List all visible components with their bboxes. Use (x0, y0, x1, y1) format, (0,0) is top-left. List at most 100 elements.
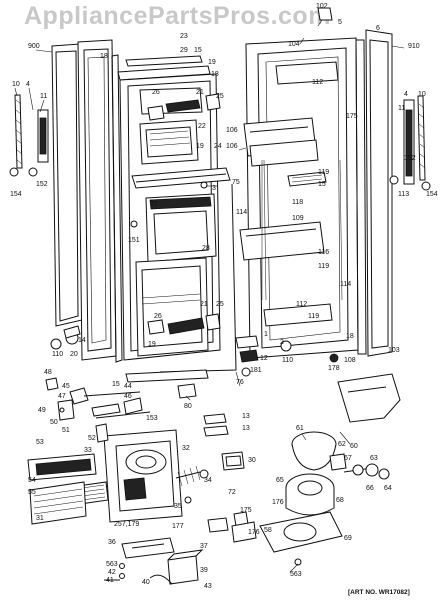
callout-75: 75 (232, 179, 240, 186)
callout-15-top: 15 (194, 47, 202, 54)
callout-3: 3 (212, 185, 216, 192)
callout-176-right: 176 (272, 499, 284, 506)
callout-257-179: 257,179 (114, 521, 139, 528)
callout-154: 154 (10, 191, 22, 198)
callout-30: 30 (248, 457, 256, 464)
callout-18-right: 18 (346, 333, 354, 340)
callout-55: 55 (28, 489, 36, 496)
callout-11-right: 11 (398, 105, 405, 112)
callout-154-right: 154 (426, 191, 438, 198)
callout-563-right: 563 (290, 571, 302, 578)
callout-58: 58 (264, 527, 272, 534)
callout-110-left: 110 (52, 351, 63, 358)
art-number: [ART NO. WR17082] (348, 589, 410, 596)
callout-24: 24 (214, 143, 222, 150)
callout-labels: 900 10 4 11 152 154 18 23 29 15 19 18 26… (10, 3, 438, 590)
callout-61: 61 (296, 425, 304, 432)
callout-22: 22 (198, 123, 206, 130)
callout-6: 6 (376, 25, 380, 32)
callout-76: 76 (236, 379, 244, 386)
callout-1: 1 (264, 331, 268, 338)
callout-19-mid: 19 (196, 143, 204, 150)
callout-43: 43 (204, 583, 212, 590)
callout-52: 52 (88, 435, 96, 442)
callout-13-a: 13 (242, 413, 250, 420)
callout-178: 178 (328, 365, 340, 372)
callout-50: 50 (50, 419, 58, 426)
callout-114-a: 114 (236, 209, 247, 216)
callout-103: 103 (388, 347, 400, 354)
callout-119-a: 119 (318, 169, 329, 176)
callout-175-low: 175 (240, 507, 252, 514)
callout-14: 14 (78, 337, 86, 344)
callout-109: 109 (292, 215, 304, 222)
callout-35: 35 (174, 503, 182, 510)
callout-29: 29 (180, 47, 188, 54)
callout-31: 31 (36, 515, 44, 522)
callout-18-left: 18 (100, 53, 108, 60)
callout-40: 40 (142, 579, 150, 586)
callout-11: 11 (40, 93, 47, 100)
callout-32: 32 (182, 445, 190, 452)
callout-28: 28 (202, 245, 210, 252)
callout-65: 65 (276, 477, 284, 484)
callout-119-c: 119 (308, 313, 319, 320)
ice-dispenser-housing (27, 377, 257, 585)
callout-26-low: 26 (154, 313, 162, 320)
callout-116: 116 (318, 249, 329, 256)
callout-112-low: 112 (296, 301, 307, 308)
callout-72: 72 (228, 489, 236, 496)
callout-900: 900 (28, 43, 40, 50)
callout-66: 66 (366, 485, 374, 492)
callout-41: 41 (106, 577, 114, 584)
freezer-door-assembly (9, 39, 123, 363)
callout-177: 177 (172, 523, 184, 530)
callout-27: 27 (150, 201, 158, 208)
callout-34: 34 (204, 477, 212, 484)
callout-45: 45 (62, 383, 70, 390)
callout-2: 2 (280, 339, 284, 346)
callout-13-b: 13 (242, 425, 250, 432)
callout-119-b: 119 (318, 263, 329, 270)
callout-19-low: 19 (148, 341, 156, 348)
callout-47: 47 (58, 393, 66, 400)
callout-26-top: 26 (152, 89, 160, 96)
callout-80: 80 (184, 403, 192, 410)
callout-63: 63 (370, 455, 378, 462)
callout-151: 151 (128, 237, 140, 244)
callout-44: 44 (124, 383, 132, 390)
callout-42: 42 (108, 569, 116, 576)
callout-106-bin: 106 (226, 127, 238, 134)
callout-53: 53 (36, 439, 44, 446)
callout-18-top: 18 (211, 71, 219, 78)
callout-36: 36 (108, 539, 116, 546)
callout-15-right: 15 (318, 181, 326, 188)
fresh-food-door-assembly (235, 7, 431, 377)
callout-113: 113 (398, 191, 409, 198)
callout-110-right: 110 (282, 357, 293, 364)
callout-12: 12 (260, 355, 268, 362)
callout-62: 62 (338, 441, 346, 448)
callout-60: 60 (350, 443, 358, 450)
callout-46: 46 (124, 393, 132, 400)
leader-lines (14, 19, 405, 573)
callout-19-top: 19 (208, 59, 216, 66)
callout-21-low: 21 (200, 301, 208, 308)
callout-33: 33 (84, 447, 92, 454)
callout-10-right: 10 (418, 91, 426, 98)
callout-176: 176 (248, 529, 260, 536)
callout-21-top: 21 (196, 89, 204, 96)
callout-23: 23 (180, 33, 188, 40)
callout-118: 118 (292, 199, 303, 206)
callout-108: 108 (344, 357, 356, 364)
callout-153: 153 (146, 415, 158, 422)
callout-152-right: 152 (404, 155, 416, 162)
callout-54: 54 (28, 477, 36, 484)
callout-102: 102 (316, 3, 328, 10)
callout-20: 20 (70, 351, 78, 358)
callout-106-mid: 106 (226, 143, 238, 150)
callout-563-left: 563 (106, 561, 118, 568)
dispenser-frame-assembly (117, 55, 237, 399)
callout-4-right: 4 (404, 91, 408, 98)
